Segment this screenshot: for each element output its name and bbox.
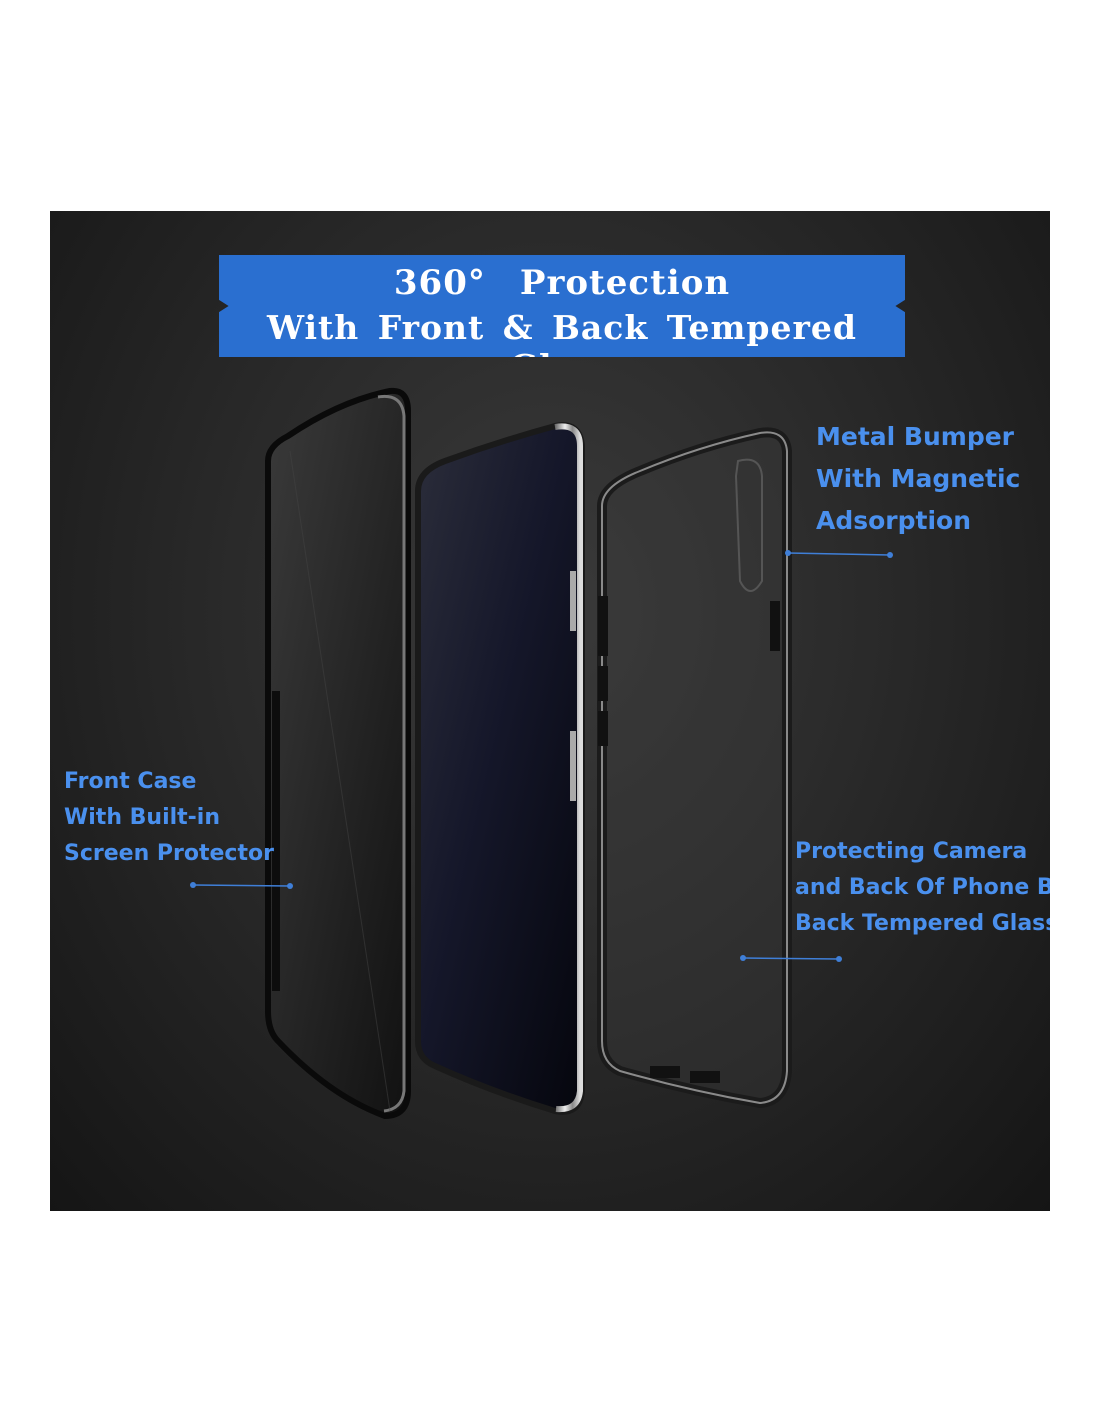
label-line: Screen Protector (64, 841, 274, 866)
headline-line-2: With Front & Back Tempered Glass (267, 308, 857, 386)
label-metal-bumper: Metal Bumper With Magnetic Adsorption (816, 416, 1020, 542)
phone-body (415, 422, 585, 1115)
headline-360: 360° (393, 263, 486, 303)
label-front-case: Front Case With Built-in Screen Protecto… (64, 764, 274, 872)
label-line: Front Case (64, 769, 197, 794)
phone-case-illustration (190, 387, 893, 1120)
label-line: Back Tempered Glass (795, 911, 1050, 936)
callout-camera (740, 955, 842, 962)
headline-line-1: 360° Protection (219, 263, 905, 303)
label-line: Protecting Camera (795, 839, 1028, 864)
front-case (265, 387, 411, 1120)
headline-banner: 360°Protection With Front & Back Tempere… (219, 255, 905, 357)
label-line: With Magnetic (816, 464, 1021, 493)
label-line: With Built-in (64, 805, 221, 830)
label-line: Metal Bumper (816, 422, 1015, 451)
product-image: 360° Protection With Front & Back Tempere… (50, 211, 1050, 1211)
label-back-glass: Protecting Camera and Back Of Phone By B… (795, 834, 1050, 942)
metal-bumper (597, 427, 792, 1109)
callout-metal (785, 550, 893, 558)
label-line: Adsorption (816, 506, 972, 535)
label-line: and Back Of Phone By (795, 875, 1050, 900)
callout-front (190, 882, 293, 889)
headline-protection: Protection (519, 263, 731, 303)
